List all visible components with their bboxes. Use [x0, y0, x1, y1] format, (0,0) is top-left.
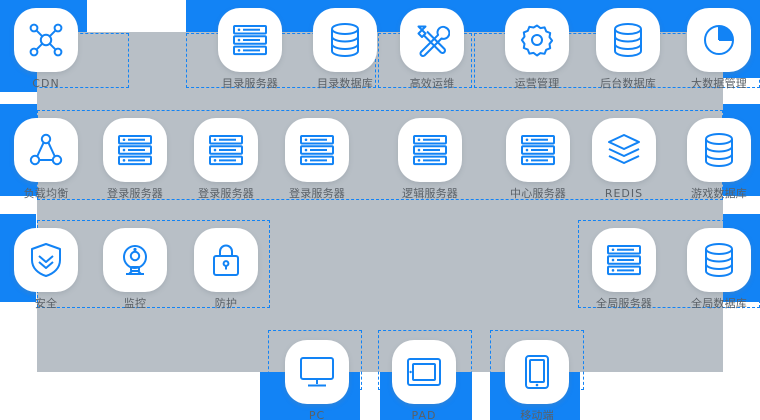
mobile-phone-icon[interactable]	[505, 340, 569, 404]
server-rack-icon[interactable]	[592, 228, 656, 292]
node-server-rack[interactable]: 目录服务器	[218, 8, 282, 90]
desktop-monitor-icon[interactable]	[285, 340, 349, 404]
node-server-rack[interactable]: 登录服务器	[194, 118, 258, 200]
node-tools-wrench[interactable]: 高效运维	[400, 8, 464, 90]
node-label: 游戏数据库	[691, 187, 747, 200]
node-load-balancer[interactable]: 负载均衡	[14, 118, 78, 200]
server-rack-icon[interactable]	[103, 118, 167, 182]
node-label: 登录服务器	[107, 187, 163, 200]
node-camera-monitor[interactable]: 监控	[103, 228, 167, 310]
node-label: 运营管理	[514, 77, 560, 90]
node-label: CDN	[32, 77, 60, 90]
database-cylinder-icon[interactable]	[687, 228, 751, 292]
database-cylinder-icon[interactable]	[596, 8, 660, 72]
shield-check-icon[interactable]	[14, 228, 78, 292]
node-label: 中心服务器	[510, 187, 566, 200]
server-rack-icon[interactable]	[506, 118, 570, 182]
node-database-cylinder[interactable]: 后台数据库	[596, 8, 660, 90]
node-server-rack[interactable]: 中心服务器	[506, 118, 570, 200]
server-rack-icon[interactable]	[285, 118, 349, 182]
cdn-network-icon[interactable]	[14, 8, 78, 72]
node-label: 移动端	[520, 409, 554, 420]
node-server-rack[interactable]: 逻辑服务器	[398, 118, 462, 200]
node-label: PC	[308, 409, 326, 420]
node-pie-chart[interactable]: 大数据管理	[687, 8, 751, 90]
tablet-device-icon[interactable]	[392, 340, 456, 404]
node-label: 登录服务器	[198, 187, 254, 200]
node-lock-shield[interactable]: 防护	[194, 228, 258, 310]
pie-chart-icon[interactable]	[687, 8, 751, 72]
node-label: REDIS	[604, 187, 644, 200]
database-cylinder-icon[interactable]	[313, 8, 377, 72]
node-shield-check[interactable]: 安全	[14, 228, 78, 310]
node-label: 安全	[34, 297, 58, 310]
node-database-cylinder[interactable]: 目录数据库	[313, 8, 377, 90]
node-label: 负载均衡	[23, 187, 69, 200]
node-mobile-phone[interactable]: 移动端	[505, 340, 569, 420]
node-label: 大数据管理	[691, 77, 747, 90]
node-server-rack[interactable]: 全局服务器	[592, 228, 656, 310]
gear-settings-icon[interactable]	[505, 8, 569, 72]
node-database-cylinder[interactable]: 游戏数据库	[687, 118, 751, 200]
camera-monitor-icon[interactable]	[103, 228, 167, 292]
node-label: 目录服务器	[222, 77, 278, 90]
node-server-rack[interactable]: 登录服务器	[103, 118, 167, 200]
node-cdn-network[interactable]: CDN	[14, 8, 78, 90]
tools-wrench-icon[interactable]	[400, 8, 464, 72]
layers-stack-icon[interactable]	[592, 118, 656, 182]
node-database-cylinder[interactable]: 全局数据库	[687, 228, 751, 310]
node-desktop-monitor[interactable]: PC	[285, 340, 349, 420]
node-gear-settings[interactable]: 运营管理	[505, 8, 569, 90]
node-label: 登录服务器	[289, 187, 345, 200]
server-rack-icon[interactable]	[218, 8, 282, 72]
node-label: 后台数据库	[600, 77, 656, 90]
node-layers-stack[interactable]: REDIS	[592, 118, 656, 200]
server-rack-icon[interactable]	[194, 118, 258, 182]
node-label: 监控	[123, 297, 147, 310]
load-balancer-icon[interactable]	[14, 118, 78, 182]
database-cylinder-icon[interactable]	[687, 118, 751, 182]
node-label: PAD	[411, 409, 437, 420]
node-label: 目录数据库	[317, 77, 373, 90]
node-label: 逻辑服务器	[402, 187, 458, 200]
node-tablet-device[interactable]: PAD	[392, 340, 456, 420]
node-server-rack[interactable]: 登录服务器	[285, 118, 349, 200]
node-label: 全局数据库	[691, 297, 747, 310]
server-rack-icon[interactable]	[398, 118, 462, 182]
node-label: 全局服务器	[596, 297, 652, 310]
lock-shield-icon[interactable]	[194, 228, 258, 292]
node-label: 防护	[214, 297, 238, 310]
node-label: 高效运维	[409, 77, 455, 90]
central-gray-panel	[37, 32, 723, 372]
